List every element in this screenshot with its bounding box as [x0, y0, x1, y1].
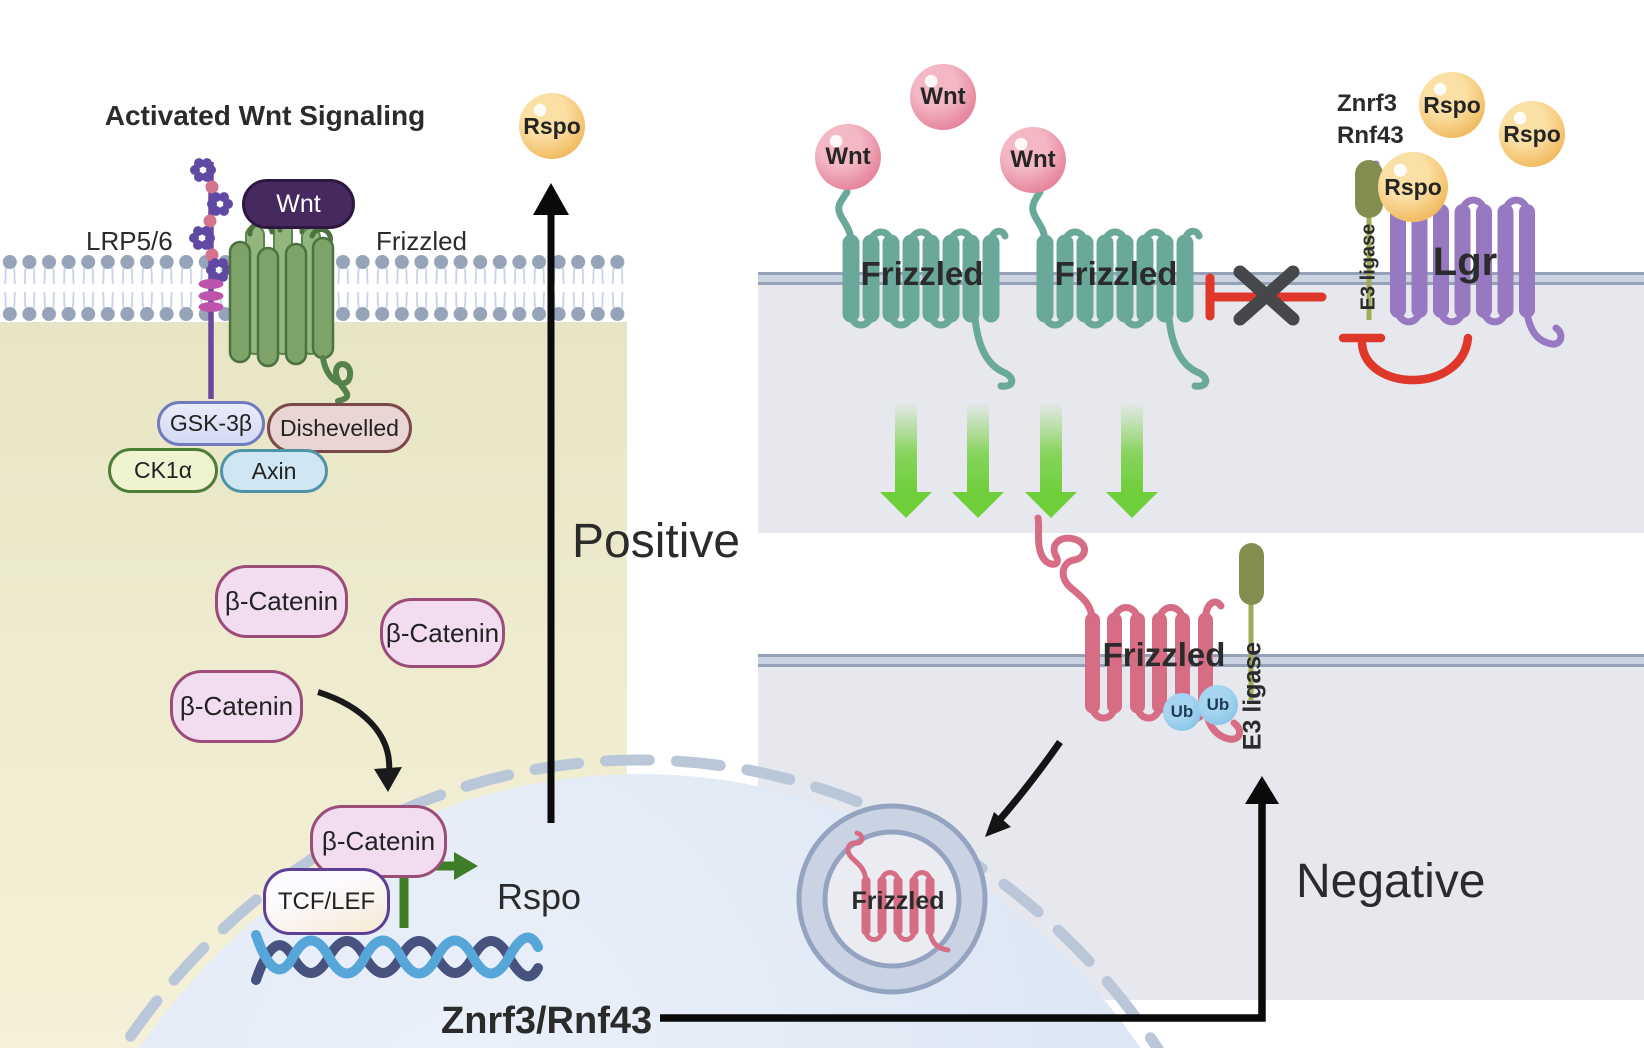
positive-label: Positive — [572, 515, 741, 568]
beta-catenin-box-3: β-Catenin — [170, 670, 303, 743]
beta-catenin-box-nucleus: β-Catenin — [310, 805, 447, 878]
frizzled-c-terminal-tail — [320, 355, 354, 404]
signal-down-arrows — [880, 404, 1158, 518]
wnt-sphere-3: Wnt — [1000, 127, 1066, 193]
rspo-gene-label: Rspo — [497, 876, 582, 917]
panel-title: Activated Wnt Signaling — [104, 100, 426, 131]
frizzled-receptor-ubiquitinated — [1034, 514, 1244, 743]
ubiquitin-2: Ub — [1198, 685, 1238, 725]
frizzled-left-label: Frizzled — [376, 226, 468, 256]
ck1a-box: CK1α — [108, 448, 218, 493]
rspo-sphere-b: Rspo — [1499, 101, 1565, 167]
e3-inhibition-arc — [1338, 333, 1473, 385]
lrp-sugar-flowers — [189, 158, 233, 282]
axin-box: Axin — [220, 449, 328, 493]
positive-arrow — [533, 183, 569, 823]
rspo-sphere-left: Rspo — [519, 93, 585, 159]
e3-ligase-label-bottom: E3 ligase — [1238, 641, 1267, 751]
tcf-lef-box: TCF/LEF — [263, 868, 390, 935]
znrf3-line: Znrf3 — [1337, 90, 1397, 117]
frizzled-receptor-left — [228, 218, 354, 404]
beta-catenin-import-arrow — [317, 689, 402, 792]
dishevelled-box: Dishevelled — [267, 403, 412, 453]
rspo-sphere-bound: Rspo — [1378, 152, 1448, 222]
negative-feedback-arrow — [660, 776, 1279, 1022]
beta-catenin-box-1: β-Catenin — [215, 565, 348, 638]
beta-catenin-box-2: β-Catenin — [380, 598, 505, 668]
rspo-sphere-a: Rspo — [1419, 72, 1485, 138]
wnt-sphere-2: Wnt — [910, 64, 976, 130]
e3-ligase-label-top: E3 ligase — [1357, 223, 1380, 311]
frizzled-bottom-label: Frizzled — [1102, 636, 1226, 673]
gsk3b-box: GSK-3β — [157, 401, 265, 446]
e3-ligase-pill-bottom — [1239, 543, 1264, 605]
rnf43-line: Rnf43 — [1337, 122, 1404, 149]
znrf3-rnf43-label-right: Znrf3 Rnf43 — [1337, 88, 1404, 152]
lrp5-6-receptor — [189, 158, 233, 399]
frizzled-receptor-top-2 — [1029, 188, 1210, 390]
frizzled-receptor-top-1 — [835, 188, 1016, 390]
frizzled-vesicle-label: Frizzled — [851, 886, 945, 915]
negative-label: Negative — [1296, 855, 1486, 908]
wnt-sphere-1: Wnt — [815, 124, 881, 190]
lgr-label: Lgr — [1432, 239, 1498, 284]
frizzled-top-label-2: Frizzled — [1054, 255, 1178, 292]
ubiquitin-1: Ub — [1163, 693, 1201, 731]
frizzled-top-label-1: Frizzled — [860, 255, 984, 292]
endocytosis-arrow — [985, 739, 1063, 837]
dna-helix — [251, 930, 543, 985]
x-mark-icon — [1233, 265, 1300, 326]
znrf3-rnf43-label-left: Znrf3/Rnf43 — [441, 1000, 653, 1042]
frizzled-receptor-vesicle — [845, 830, 951, 953]
lrp5-6-label: LRP5/6 — [86, 226, 173, 256]
wnt-ligand-box: Wnt — [242, 179, 355, 229]
